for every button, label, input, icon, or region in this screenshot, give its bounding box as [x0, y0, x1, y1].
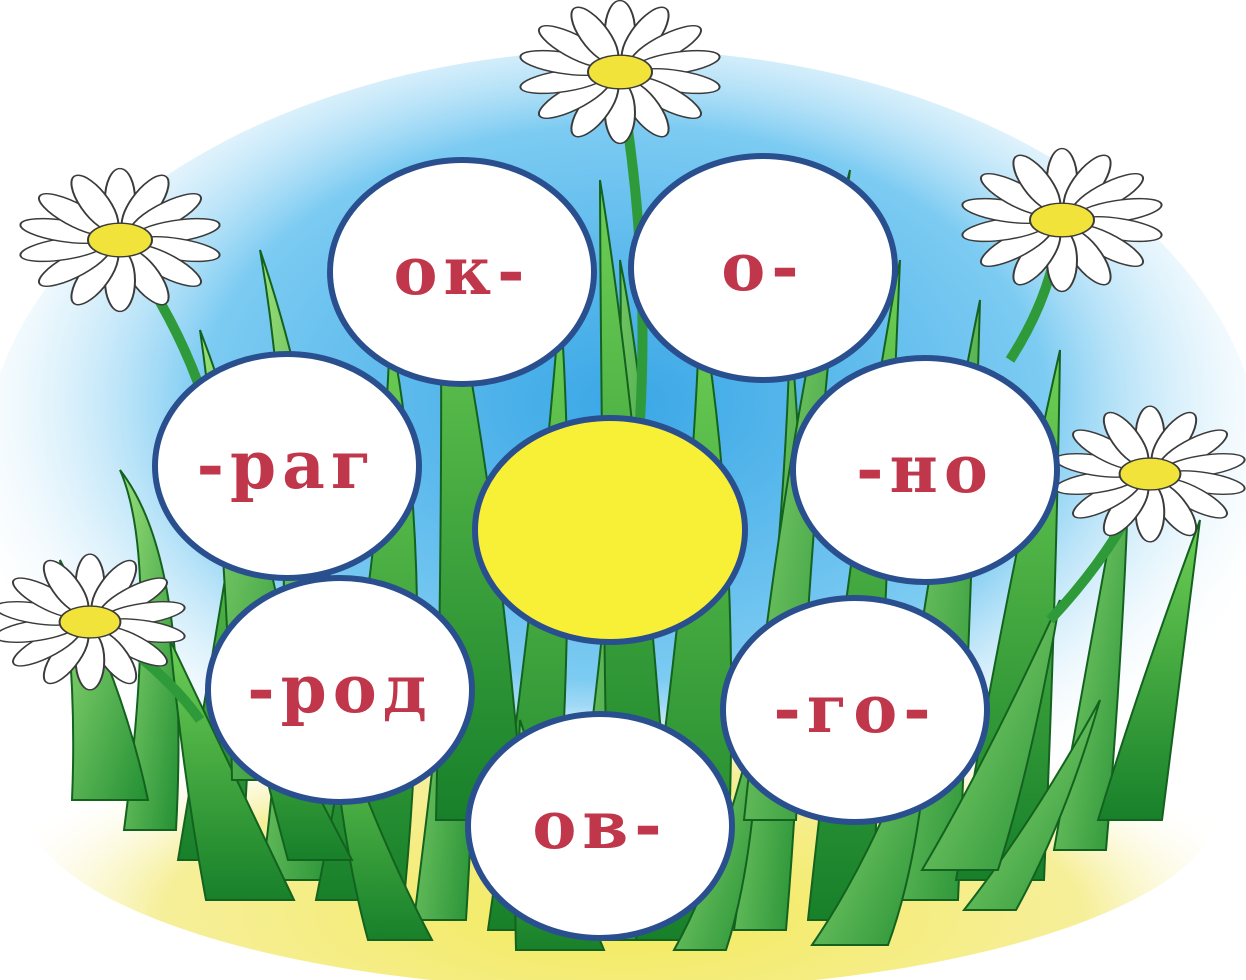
petal-label: -род — [247, 650, 433, 728]
petal-go: -го- — [720, 595, 990, 825]
petal-shape — [790, 355, 1060, 585]
petal-shape — [152, 351, 422, 581]
petal-shape — [465, 711, 735, 941]
grass-blade — [920, 599, 1061, 871]
grass-blade — [1096, 519, 1201, 821]
petal-shape — [205, 575, 475, 805]
daisy-icon — [1054, 405, 1246, 543]
petal-ok: ок- — [327, 157, 597, 387]
petal-shape — [720, 595, 990, 825]
petal-label: -го- — [773, 670, 936, 748]
daisy-icon — [961, 147, 1163, 293]
petal-shape — [327, 157, 597, 387]
flower-center — [472, 415, 748, 645]
petal-no: -но — [790, 355, 1060, 585]
decorative-daisies — [0, 0, 1246, 691]
grass-blade — [961, 699, 1101, 911]
petal-rod: -род — [205, 575, 475, 805]
petal-label: ов- — [532, 786, 667, 864]
daisy-icon — [519, 0, 721, 145]
daisy-icon — [19, 167, 221, 313]
petal-ov: ов- — [465, 711, 735, 941]
petal-label: -но — [856, 430, 994, 508]
daisy-icon — [0, 553, 186, 691]
petal-label: о- — [721, 228, 804, 306]
petal-label: ок- — [393, 232, 530, 310]
word-petals: ок-о- -раг -но -род -го-ов- — [152, 153, 1060, 941]
petal-o: о- — [628, 153, 898, 383]
petal-shape — [628, 153, 898, 383]
petal-rag: -раг — [152, 351, 422, 581]
petal-label: -раг — [197, 426, 378, 504]
